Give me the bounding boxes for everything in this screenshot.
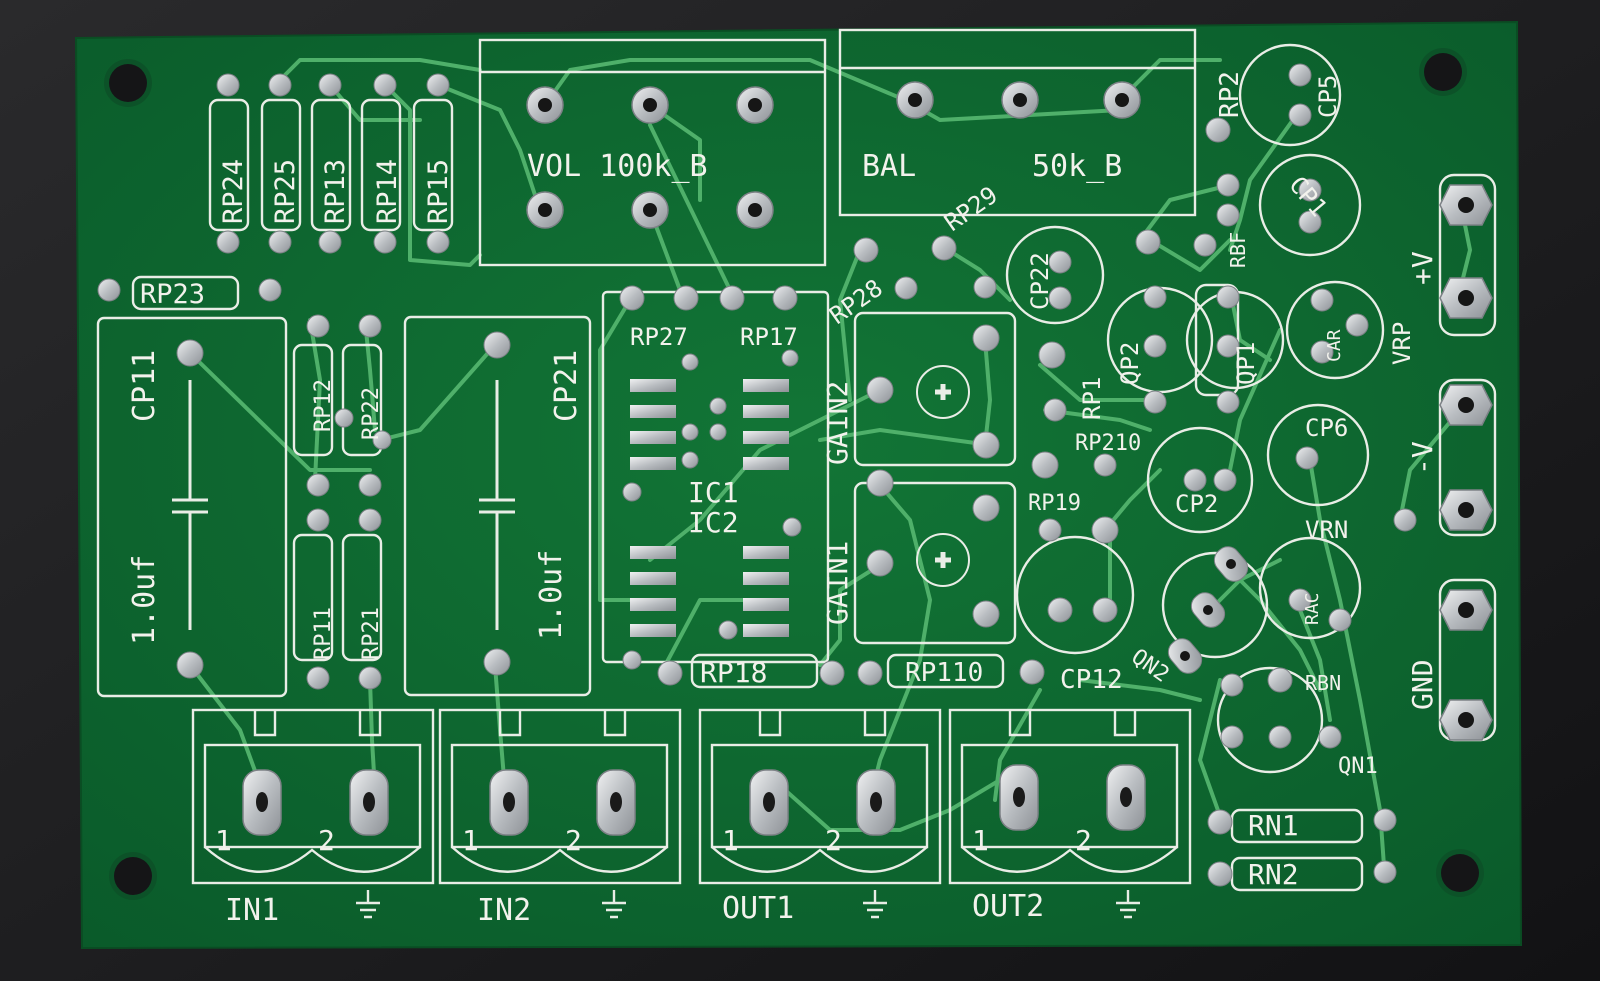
- label-rp12: RP12: [311, 379, 336, 432]
- label-vrn: VRN: [1305, 516, 1348, 544]
- copper-traces: [188, 58, 1472, 882]
- label-qn1: QN1: [1338, 754, 1378, 779]
- label-qp1: QP1: [1232, 342, 1260, 385]
- label-rp25: RP25: [270, 159, 301, 224]
- terminal-pads: [242, 764, 1146, 836]
- potentiometer-pads: [526, 81, 1141, 229]
- label-rp22: RP22: [359, 387, 384, 440]
- label-qp2: QP2: [1116, 342, 1144, 385]
- label-out2: OUT2: [972, 889, 1044, 924]
- label-rp27: RP27: [630, 323, 688, 351]
- label-plus-v: +V: [1406, 251, 1439, 285]
- label-rp2: RP2: [1215, 71, 1245, 118]
- label-bal: BAL: [862, 149, 916, 184]
- label-in1: IN1: [225, 893, 279, 928]
- label-cp6: CP6: [1305, 414, 1348, 442]
- silkscreen-outlines: [96, 28, 1497, 919]
- label-rn1: RN1: [1248, 809, 1299, 842]
- label-cap-value-1: 1.0uf: [127, 555, 162, 645]
- label-cp5: CP5: [1314, 75, 1342, 118]
- label-rp11: RP11: [311, 607, 336, 660]
- label-vrn-pins: RAC: [1302, 592, 1323, 625]
- label-rn2: RN2: [1248, 858, 1299, 891]
- label-rp1: RP1: [1078, 377, 1106, 420]
- label-cp2: CP2: [1175, 490, 1218, 518]
- label-rp23: RP23: [140, 279, 205, 310]
- label-cp22: CP22: [1026, 252, 1054, 310]
- label-terminal-out1-pin1: 1: [722, 824, 739, 857]
- pcb-board: [74, 20, 1523, 950]
- label-terminal-in1-pin2: 2: [318, 824, 335, 857]
- label-rp14: RP14: [372, 159, 403, 224]
- silkscreen-labels: RP24 RP25 RP13 RP14 RP15 RP23 VOL 100k_B…: [127, 71, 1439, 928]
- label-rbf: RBF: [1226, 232, 1250, 268]
- label-bal-value: 50k_B: [1032, 149, 1122, 184]
- label-terminal-in2-pin1: 1: [462, 824, 479, 857]
- mounting-hole-icon: [104, 48, 1484, 900]
- label-gain1: GAIN1: [821, 541, 854, 625]
- label-terminal-in2-pin2: 2: [565, 824, 582, 857]
- label-vrp-pins: CAR: [1324, 329, 1345, 362]
- label-terminal-in1-pin1: 1: [215, 824, 232, 857]
- label-rp19: RP19: [1028, 491, 1081, 516]
- label-rp21: RP21: [359, 607, 384, 660]
- label-rp24: RP24: [218, 159, 249, 224]
- label-cp21: CP21: [549, 350, 584, 422]
- power-pads: [1439, 184, 1493, 741]
- label-terminal-out2-pin2: 2: [1075, 824, 1092, 857]
- label-terminal-out2-pin1: 1: [972, 824, 989, 857]
- label-rbn: RBN: [1305, 671, 1341, 695]
- label-rp210: RP210: [1075, 431, 1141, 456]
- label-rp18: RP18: [700, 656, 767, 689]
- label-rp110: RP110: [905, 658, 983, 688]
- label-minus-v: -V: [1406, 441, 1439, 475]
- label-ic2: IC2: [688, 506, 739, 539]
- label-cp11: CP11: [127, 350, 162, 422]
- label-vrp: VRP: [1388, 322, 1416, 365]
- label-rp13: RP13: [320, 159, 351, 224]
- label-ic1: IC1: [688, 476, 739, 509]
- label-rp15: RP15: [423, 159, 454, 224]
- label-cp12: CP12: [1060, 665, 1123, 695]
- label-gain2: GAIN2: [821, 381, 854, 465]
- label-in2: IN2: [477, 893, 531, 928]
- label-out1: OUT1: [722, 891, 794, 926]
- label-rp17: RP17: [740, 323, 798, 351]
- label-gnd: GND: [1406, 659, 1439, 710]
- label-cap-value-2: 1.0uf: [534, 550, 569, 640]
- through-hole-pads: [97, 63, 1417, 887]
- label-terminal-out1-pin2: 2: [825, 824, 842, 857]
- label-vol: VOL 100k_B: [527, 149, 708, 184]
- ic-pads: [630, 379, 789, 637]
